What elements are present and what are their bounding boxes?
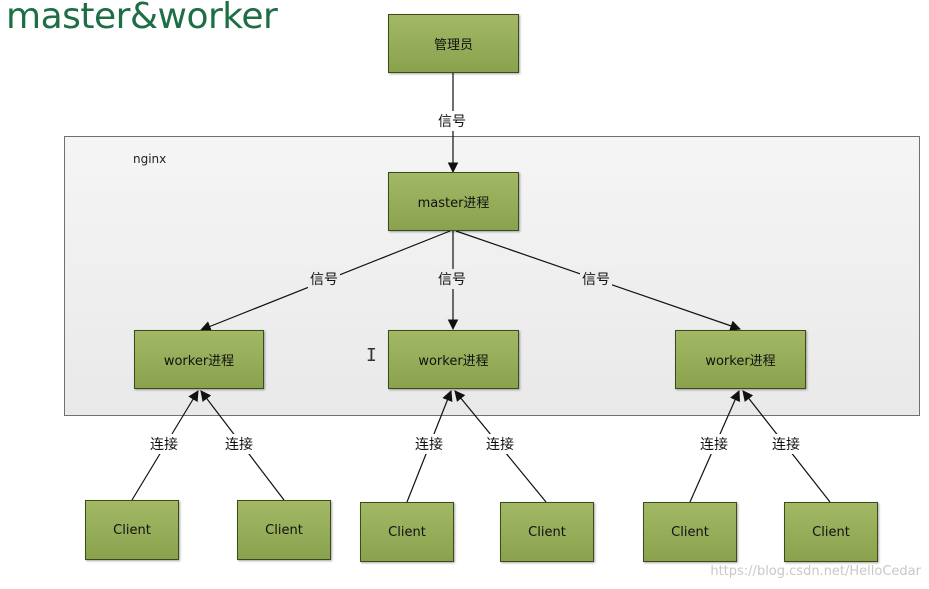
- edge-label-master-worker1: 信号: [308, 269, 340, 289]
- admin-node: 管理员: [388, 14, 519, 73]
- client-node-4: Client: [500, 502, 594, 562]
- diagram-title: master&worker: [6, 0, 278, 37]
- master-process-node: master进程: [388, 172, 519, 231]
- worker-process-node-2: worker进程: [388, 330, 519, 389]
- edge-label-connect-4: 连接: [484, 434, 516, 454]
- edge-label-connect-1: 连接: [148, 434, 180, 454]
- edge-label-connect-5: 连接: [698, 434, 730, 454]
- edge-label-connect-6: 连接: [770, 434, 802, 454]
- text-cursor-icon: I: [366, 345, 377, 366]
- worker-process-node-1: worker进程: [134, 330, 264, 389]
- edge-label-master-worker3: 信号: [580, 269, 612, 289]
- nginx-label: nginx: [133, 152, 167, 166]
- client-node-3: Client: [360, 502, 454, 562]
- client-node-2: Client: [237, 500, 331, 560]
- worker-process-node-3: worker进程: [675, 330, 806, 389]
- edge-label-admin-master: 信号: [436, 111, 468, 131]
- edge-label-connect-3: 连接: [413, 434, 445, 454]
- watermark: https://blog.csdn.net/HelloCedar: [710, 564, 921, 579]
- edge-label-connect-2: 连接: [223, 434, 255, 454]
- client-node-6: Client: [784, 502, 878, 562]
- client-node-1: Client: [85, 500, 179, 560]
- edge-label-master-worker2: 信号: [436, 269, 468, 289]
- client-node-5: Client: [643, 502, 737, 562]
